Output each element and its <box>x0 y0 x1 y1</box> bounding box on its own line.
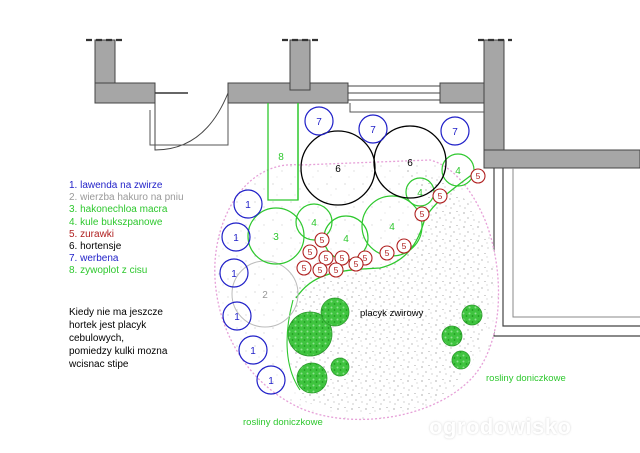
legend-item-6: 6. hortensje <box>69 241 122 253</box>
lavender <box>219 189 286 395</box>
note-line: hortek jest placyk <box>69 320 147 331</box>
note-text: Kiedy nie ma jeszcze hortek jest placyk … <box>69 306 167 371</box>
plant-label-5: 5 <box>334 265 339 275</box>
plant-label-8: 8 <box>278 152 284 163</box>
verbena <box>304 106 470 146</box>
legend-item-4: 4. kule bukszpanowe <box>69 216 163 228</box>
legend-item-7: 7. werbena <box>69 253 119 265</box>
legend-item-8: 8. zywoplot z cisu <box>69 265 148 277</box>
note-line: pomiedzy kulki mozna <box>69 346 168 357</box>
gravel-area <box>214 159 500 421</box>
legend-item-2: 2. wierzba hakuro na pniu <box>69 192 184 204</box>
hakonechloa: 3 <box>247 207 305 265</box>
legend-item-5: 5. zurawki <box>69 228 115 240</box>
plant-label-1: 1 <box>234 312 240 323</box>
plant-label-5: 5 <box>302 263 307 273</box>
plant-label-6: 6 <box>407 158 413 169</box>
plant-label-4: 4 <box>417 188 423 199</box>
note-line: wcisnac stipe <box>69 359 129 370</box>
hydrangeas <box>300 125 447 206</box>
plant-label-4: 4 <box>389 222 395 233</box>
yew-hedge: 8 <box>267 103 299 201</box>
plant-label-7: 7 <box>316 117 322 128</box>
building-walls <box>86 38 640 337</box>
plant-label-1: 1 <box>231 269 237 280</box>
plant-label-5: 5 <box>324 253 329 263</box>
legend-item-3: 3. hakonechloa macra <box>69 204 168 216</box>
potted-shrubs <box>287 297 483 394</box>
plant-label-2: 2 <box>262 290 268 301</box>
plant-label-5: 5 <box>402 241 407 251</box>
potted-plants-label-bottom: rosliny doniczkowe <box>243 417 323 428</box>
plant-label-5: 5 <box>354 259 359 269</box>
note-line: Kiedy nie ma jeszcze <box>69 307 163 318</box>
potted-plants-label-right: rosliny doniczkowe <box>486 373 566 384</box>
plant-label-7: 7 <box>370 125 376 136</box>
legend-item-1: 1. lawenda na zwirze <box>69 180 163 191</box>
plant-label-5: 5 <box>318 265 323 275</box>
plant-label-1: 1 <box>250 346 256 357</box>
plant-label-6: 6 <box>335 164 341 175</box>
willow: 2 <box>231 260 299 328</box>
gravel-area-label: placyk zwirowy <box>360 308 424 319</box>
plant-label-5: 5 <box>308 247 313 257</box>
plant-label-5: 5 <box>320 235 325 245</box>
plant-label-1: 1 <box>233 233 239 244</box>
heucheras <box>296 168 486 278</box>
plant-legend: 1. lawenda na zwirze 2. wierzba hakuro n… <box>69 180 184 278</box>
plant-label-1: 1 <box>268 376 274 387</box>
plant-label-4: 4 <box>311 218 317 229</box>
watermark: ogrodowisko <box>429 414 572 439</box>
plant-label-1: 1 <box>245 200 251 211</box>
plant-label-5: 5 <box>340 253 345 263</box>
plant-label-5: 5 <box>385 248 390 258</box>
plant-label-4: 4 <box>343 234 349 245</box>
plant-label-5: 5 <box>363 253 368 263</box>
plant-label-5: 5 <box>476 171 481 181</box>
plant-label-5: 5 <box>438 191 443 201</box>
plant-label-4: 4 <box>455 166 461 177</box>
plant-label-5: 5 <box>420 209 425 219</box>
plant-label-3: 3 <box>273 232 279 243</box>
plant-label-7: 7 <box>452 127 458 138</box>
note-line: cebulowych, <box>69 333 125 344</box>
